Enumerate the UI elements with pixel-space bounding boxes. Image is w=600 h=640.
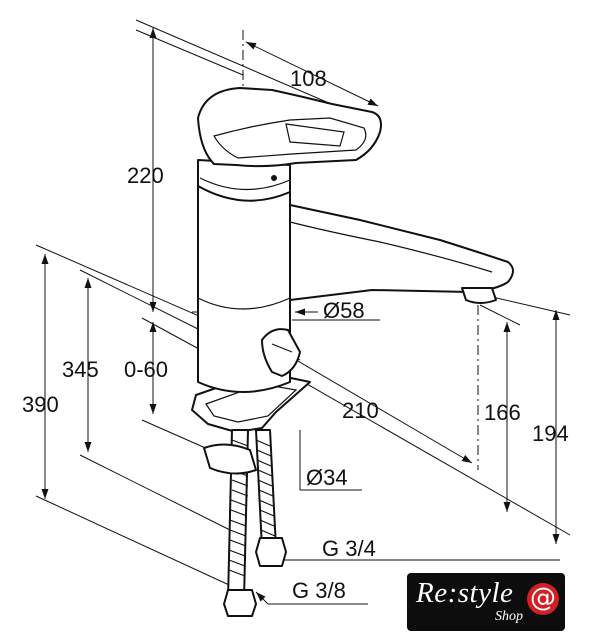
dim-label-108: 108: [290, 66, 327, 91]
fitting-g34: [255, 537, 287, 567]
logo-subtext: Shop: [495, 609, 523, 624]
faucet-illustration: [191, 87, 514, 617]
dim-label-220: 220: [127, 163, 164, 188]
dim-label-0-60: 0-60: [124, 357, 168, 382]
mounting-bracket: [203, 443, 257, 475]
dim-label-194: 194: [532, 421, 569, 446]
dim-label-210: 210: [342, 398, 379, 423]
dim-label-g38: G 3/8: [292, 578, 346, 603]
dim-label-390: 390: [22, 392, 59, 417]
lever-handle: [197, 87, 382, 168]
fitting-g38: [223, 589, 257, 617]
side-knob: [261, 328, 301, 377]
dim-label-dia58: Ø58: [323, 298, 365, 323]
aerator: [461, 287, 497, 304]
spout: [289, 204, 514, 301]
shopping-cart-icon: @: [527, 583, 559, 615]
logo-text: Re:style: [416, 577, 514, 609]
dim-label-166: 166: [484, 400, 521, 425]
dim-label-g34: G 3/4: [322, 536, 376, 561]
restyle-shop-logo: Re:style Shop @: [407, 573, 565, 631]
dim-label-345: 345: [62, 357, 99, 382]
dim-label-dia34: Ø34: [306, 465, 348, 490]
dimension-lines: [41, 28, 560, 605]
